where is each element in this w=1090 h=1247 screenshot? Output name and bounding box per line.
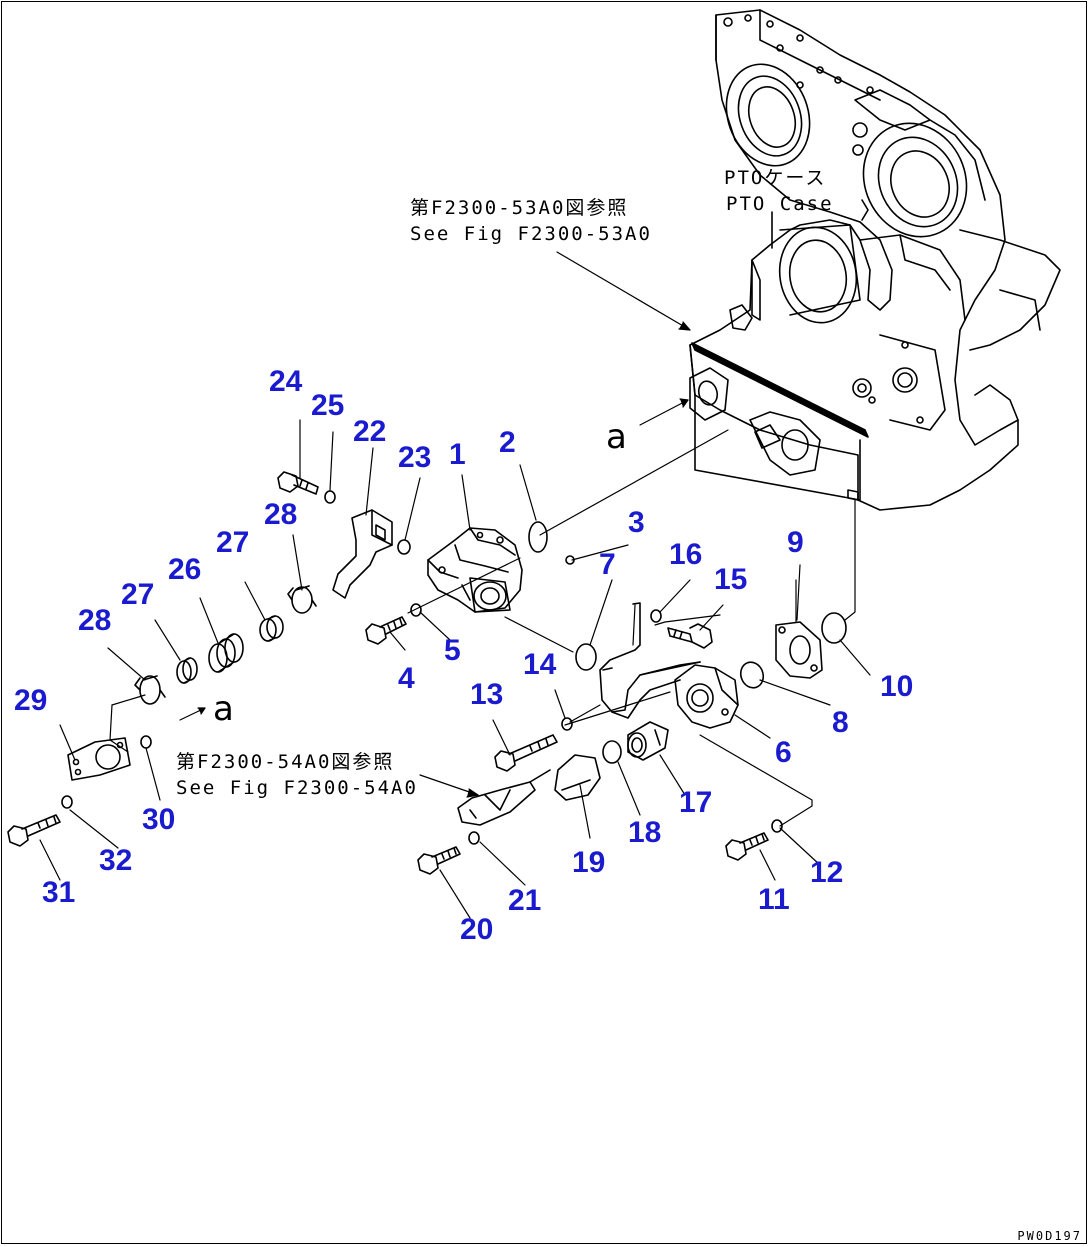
callout-23: 23 (398, 441, 432, 474)
callout-7: 7 (599, 548, 616, 581)
bolt-part-4 (365, 616, 407, 645)
callout-19: 19 (572, 846, 606, 879)
callout-27b: 27 (216, 526, 250, 559)
callout-18: 18 (628, 816, 662, 849)
clamp-part-28a (134, 675, 166, 705)
o-ring-part-30 (140, 735, 152, 749)
gasket-part-2 (528, 521, 548, 553)
callout-21: 21 (508, 884, 542, 917)
pto-case-label-jp: PTOケース (724, 167, 827, 189)
bolt-part-20 (417, 846, 461, 875)
cover-plate-part-9 (775, 579, 823, 679)
tube-part-17 (627, 721, 669, 761)
bolt-part-31 (7, 814, 61, 847)
pto-case-label-en: PTO Case (726, 193, 834, 215)
hose-part-26 (208, 633, 244, 673)
washer-part-14 (561, 717, 573, 731)
callout-30: 30 (142, 803, 176, 836)
callout-17: 17 (679, 786, 713, 819)
clamp-part-28b (287, 585, 317, 614)
o-ring-part-23 (397, 539, 411, 555)
pto-case-assembly (689, 9, 1061, 511)
hose-part-22 (332, 509, 393, 599)
callout-11: 11 (758, 883, 790, 916)
callout-20: 20 (460, 913, 494, 946)
callout-9: 9 (787, 526, 804, 559)
sleeve-part-27b (259, 615, 284, 642)
callout-4: 4 (398, 662, 415, 695)
washer-part-16 (650, 609, 662, 623)
callout-8: 8 (832, 706, 849, 739)
callout-2: 2 (499, 426, 516, 459)
callout-16: 16 (669, 538, 703, 571)
bracket (457, 769, 551, 826)
reference-f2300-54a0-jp: 第F2300-54A0図参照 (176, 751, 395, 773)
washer-part-32 (61, 795, 73, 809)
callout-27a: 27 (121, 578, 155, 611)
callout-28a: 28 (78, 604, 112, 637)
cover-part-19 (554, 754, 601, 801)
gasket-part-10 (821, 612, 847, 644)
callout-29: 29 (14, 684, 48, 717)
callout-5: 5 (444, 634, 461, 667)
elbow-pipe (599, 602, 701, 719)
washer-part-21 (468, 831, 480, 845)
bolt-part-13 (494, 734, 558, 772)
gasket-part-7 (575, 643, 597, 671)
callout-3: 3 (628, 506, 645, 539)
gasket-part-8 (739, 661, 765, 689)
view-letter-a-lower: a (213, 689, 234, 729)
callout-12: 12 (810, 856, 844, 889)
sleeve-part-27a (176, 657, 198, 684)
callout-6: 6 (775, 736, 792, 769)
reference-f2300-54a0-en: See Fig F2300-54A0 (176, 777, 418, 799)
gasket-part-18 (602, 740, 622, 764)
reference-f2300-53a0-en: See Fig F2300-53A0 (410, 223, 652, 245)
callout-1: 1 (449, 438, 466, 471)
bolt-part-24 (277, 471, 319, 495)
callout-15: 15 (714, 563, 748, 596)
callout-32: 32 (99, 844, 133, 877)
callout-25: 25 (311, 389, 345, 422)
thermostat-housing-part-1 (427, 527, 523, 613)
reference-f2300-53a0-jp: 第F2300-53A0図参照 (410, 197, 629, 219)
callout-10: 10 (880, 670, 914, 703)
callout-26: 26 (168, 553, 202, 586)
water-outlet-part-6 (674, 664, 739, 729)
bolt-part-15 (667, 623, 713, 649)
view-letter-a-upper: a (606, 417, 627, 457)
bolt-part-11 (725, 832, 769, 861)
reference-leaders (109, 251, 856, 807)
washer-part-12 (771, 819, 783, 833)
callout-leaders (39, 419, 821, 919)
washer-part-5 (410, 603, 422, 617)
callout-14: 14 (523, 648, 557, 681)
callout-31: 31 (42, 876, 76, 909)
callout-24: 24 (269, 365, 303, 398)
drawing-code: PW0D197 (1017, 1229, 1082, 1243)
callout-13: 13 (470, 678, 504, 711)
washer-part-25 (324, 490, 336, 504)
callout-22: 22 (353, 415, 387, 448)
plate-part-29 (67, 737, 131, 781)
callout-28b: 28 (264, 498, 298, 531)
